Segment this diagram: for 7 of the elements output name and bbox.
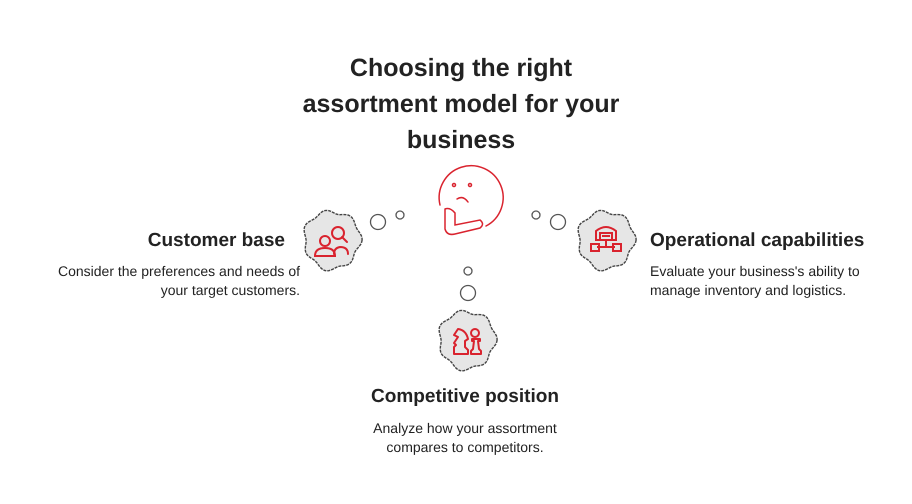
section-heading: Customer base	[148, 229, 285, 253]
diagram-title: Choosing the right assortment model for your business	[302, 53, 620, 156]
section-description: Evaluate your business's ability to manage inventory and logistics.	[650, 262, 861, 300]
section-heading: Operational capabilities	[650, 229, 864, 253]
section-description: Analyze how your assortment compares to competitors.	[372, 419, 558, 457]
section-heading: Competitive position	[370, 385, 560, 409]
section-description: Consider the preferences and needs of your target customers.	[56, 262, 300, 300]
